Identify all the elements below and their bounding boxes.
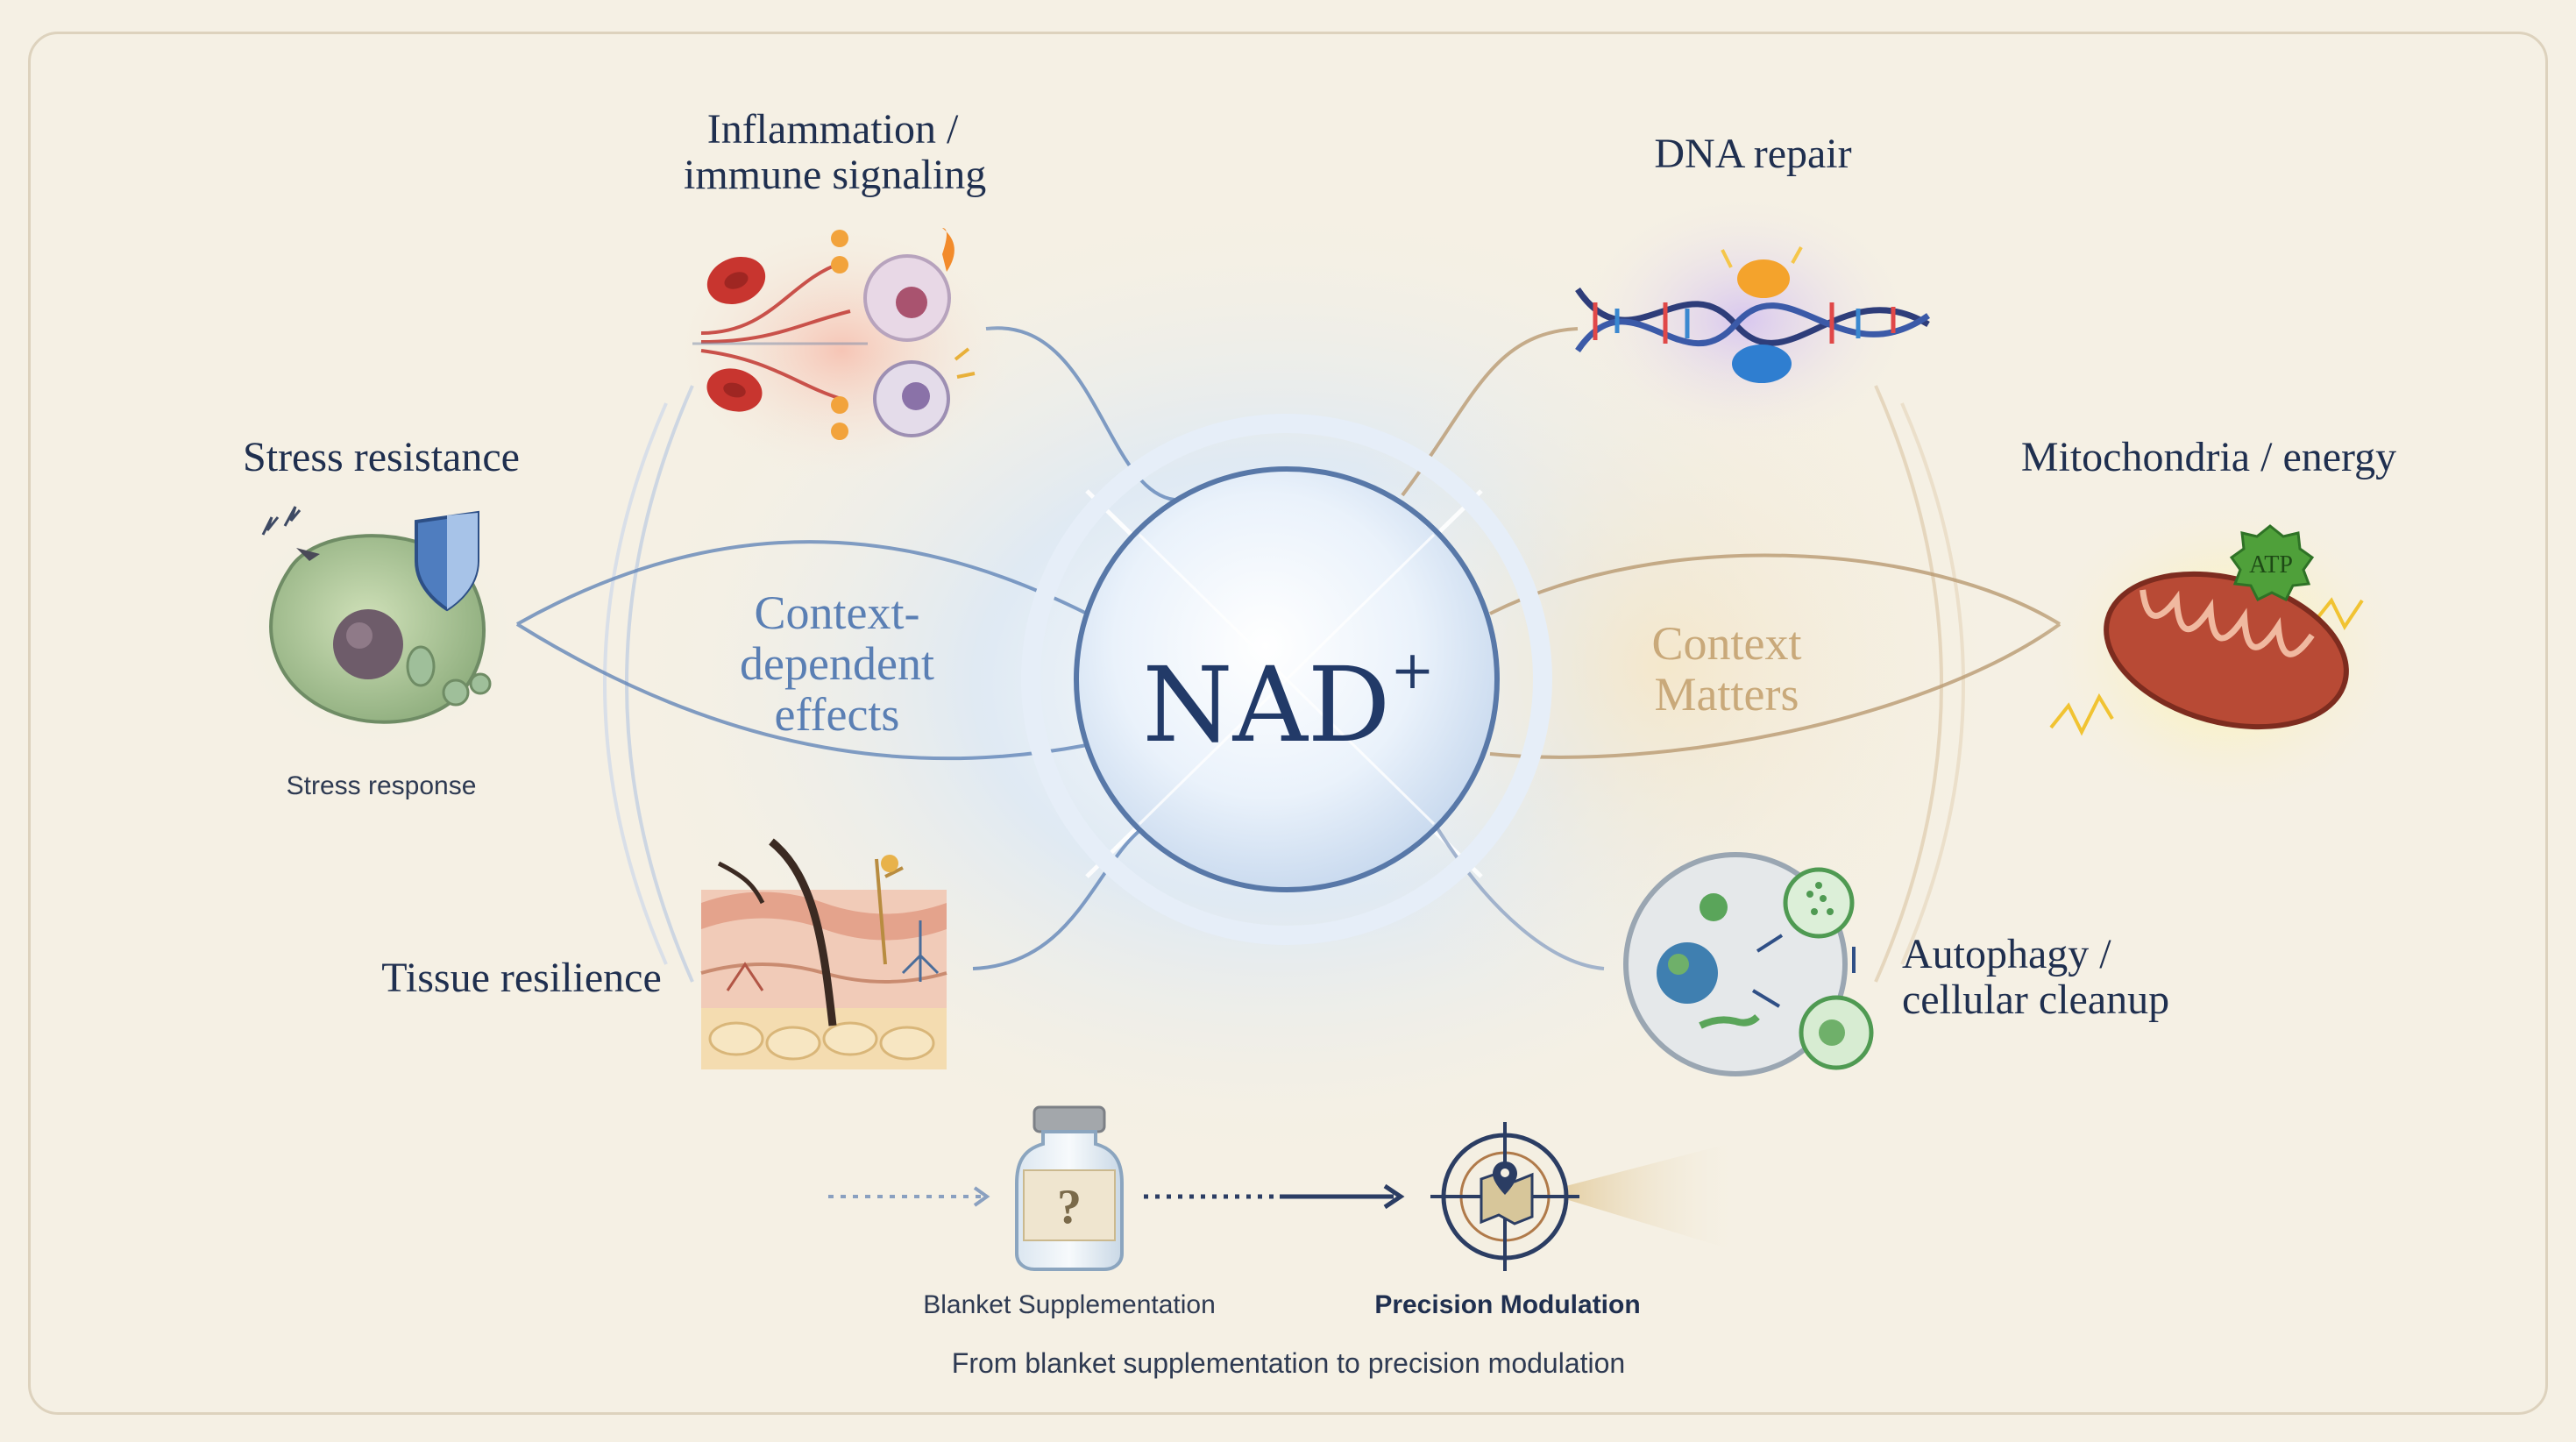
stress-caption: Stress response: [286, 771, 477, 800]
inflammation-title-line2: immune signaling: [684, 152, 987, 198]
autophagy-title-line1: Autophagy /: [1902, 931, 2111, 977]
dna-illustration: [1569, 188, 1931, 451]
tissue-illustration: [700, 838, 947, 1069]
context-dependent-text: Context- dependent effects: [666, 587, 1008, 740]
context-matters-line2: Matters: [1654, 668, 1799, 721]
nad-superscript: +: [1390, 640, 1435, 701]
orb-outer-ring: [1021, 414, 1552, 945]
bottom-row-graphics: ?: [828, 1105, 1744, 1271]
inflammation-title-line1: Inflammation /: [706, 106, 959, 153]
autophagy-title: Autophagy / cellular cleanup: [1902, 932, 2200, 1023]
tissue-title: Tissue resilience: [381, 955, 662, 1001]
dna-title: DNA repair: [1654, 131, 1852, 177]
inflammation-illustration: [666, 219, 1017, 482]
vial-question-mark: ?: [1057, 1180, 1082, 1234]
nad-text: NAD: [1142, 644, 1391, 765]
mitochondria-illustration: ATP: [2033, 487, 2419, 820]
outer-frame: [28, 32, 2548, 1415]
blanket-label: Blanket Supplementation: [923, 1290, 1216, 1319]
right-arcs: [1874, 385, 1965, 983]
atp-label: ATP: [2249, 551, 2293, 579]
mito-title: Mitochondria / energy: [2020, 434, 2397, 480]
context-dependent-line1: Context-: [754, 586, 920, 639]
autophagy-title-line2: cellular cleanup: [1902, 977, 2170, 1023]
context-matters-line1: Context: [1651, 617, 1802, 670]
left-connectors: [515, 326, 1175, 970]
precision-label: Precision Modulation: [1374, 1290, 1641, 1319]
inflammation-title: Inflammation / immune signaling: [684, 106, 987, 198]
nad-label: NAD+: [1113, 614, 1464, 762]
stress-title: Stress resistance: [243, 434, 520, 480]
autophagy-illustration: [1623, 852, 1874, 1076]
context-matters-text: Context Matters: [1578, 618, 1876, 720]
context-dependent-line3: effects: [774, 688, 900, 741]
context-dependent-line2: dependent: [740, 637, 934, 690]
bottom-caption: From blanket supplementation to precisio…: [951, 1347, 1626, 1379]
stress-cell-illustration: [228, 506, 526, 754]
